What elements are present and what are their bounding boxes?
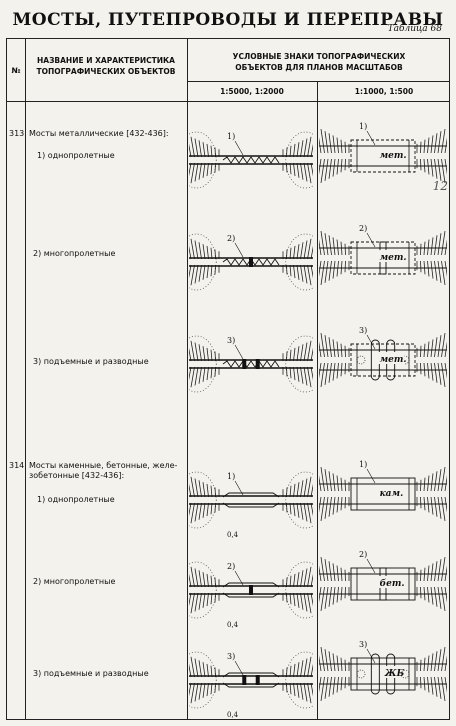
- item-314-1: 1) однопролетные: [37, 495, 115, 504]
- bridge-symbol-drawing: 0,4 2): [189, 561, 313, 629]
- bridge-symbol-drawing: кам. 1): [319, 460, 447, 521]
- symbol-314-3-small: 0,4 3): [189, 637, 313, 723]
- symbol-314-2-small: 0,4 2): [189, 547, 313, 633]
- bridge-symbol-drawing: мет. 2): [319, 224, 447, 285]
- row-number-314: 314: [9, 461, 25, 470]
- symbol-314-1-small: 0,4 1): [189, 457, 313, 543]
- scale-header-rule: [187, 81, 449, 82]
- header-number: №: [11, 66, 21, 75]
- symbol-313-3-small: 3): [189, 321, 313, 407]
- item-mark: 1): [359, 460, 367, 469]
- header-signs-line2: ОБЪЕКТОВ ДЛЯ ПЛАНОВ МАСШТАБОВ: [235, 63, 403, 72]
- item-mark: 1): [359, 122, 367, 131]
- row-title-314-line2: зобетонные [432-436]:: [29, 471, 125, 480]
- symbol-313-3-large: мет. 3): [319, 317, 447, 403]
- bridge-symbol-drawing: 0,4 3): [189, 651, 313, 719]
- header-name-line1: НАЗВАНИЕ И ХАРАКТЕРИСТИКА: [37, 56, 175, 65]
- material-label: мет.: [380, 151, 407, 161]
- symbols-table: № НАЗВАНИЕ И ХАРАКТЕРИСТИКА ТОПОГРАФИЧЕС…: [6, 38, 450, 720]
- row-title-313: Мосты металлические [432-436]:: [29, 129, 169, 138]
- material-label: мет.: [380, 253, 407, 263]
- header-signs: УСЛОВНЫЕ ЗНАКИ ТОПОГРАФИЧЕСКИХ ОБЪЕКТОВ …: [189, 51, 449, 73]
- header-name: НАЗВАНИЕ И ХАРАКТЕРИСТИКА ТОПОГРАФИЧЕСКИ…: [27, 55, 185, 77]
- bridge-symbol-drawing: 3): [189, 335, 313, 393]
- row-number-313: 313: [9, 129, 25, 138]
- item-mark: 3): [227, 652, 235, 661]
- bridge-symbol-drawing: 0,4 1): [189, 471, 313, 539]
- header-scale-large: 1:1000, 1:500: [354, 87, 414, 96]
- material-label: ЖБ: [384, 669, 405, 679]
- dimension-label: 0,4: [227, 711, 239, 719]
- bridge-symbol-drawing: 1): [189, 131, 313, 189]
- bridge-symbol-drawing: бет. 2): [319, 550, 447, 611]
- item-mark: 2): [227, 562, 235, 571]
- material-label: мет.: [380, 355, 407, 365]
- material-label: бет.: [380, 578, 405, 589]
- item-mark: 2): [359, 224, 367, 233]
- header-name-line2: ТОПОГРАФИЧЕСКИХ ОБЪЕКТОВ: [36, 67, 176, 76]
- item-314-2: 2) многопролетные: [33, 577, 116, 586]
- dimension-label: 0,4: [227, 531, 239, 539]
- material-label: кам.: [380, 489, 404, 499]
- item-mark: 1): [227, 472, 235, 481]
- header-signs-line1: УСЛОВНЫЕ ЗНАКИ ТОПОГРАФИЧЕСКИХ: [232, 52, 406, 61]
- row-title-314-line1: Мосты каменные, бетонные, желе-: [29, 461, 178, 470]
- item-313-1: 1) однопролетные: [37, 151, 115, 160]
- symbol-313-1-small: 1): [189, 117, 313, 203]
- item-313-3: 3) подъемные и разводные: [33, 357, 149, 366]
- col-divider-scale: [317, 81, 318, 719]
- symbol-313-1-large: мет. 1): [319, 113, 447, 199]
- symbol-314-3-large: ЖБ 3): [319, 631, 447, 717]
- header-bottom-rule: [7, 101, 449, 102]
- col-divider-name: [187, 39, 188, 719]
- col-divider-number: [25, 39, 26, 719]
- item-313-2: 2) многопролетные: [33, 249, 116, 258]
- item-mark: 3): [359, 326, 367, 335]
- dimension-label: 0,4: [227, 621, 239, 629]
- symbol-314-2-large: бет. 2): [319, 541, 447, 627]
- table-number: Таблица 68: [387, 24, 442, 34]
- bridge-symbol-drawing: 2): [189, 233, 313, 291]
- item-mark: 2): [227, 234, 235, 243]
- symbol-314-1-large: кам. 1): [319, 451, 447, 537]
- item-mark: 2): [359, 550, 367, 559]
- symbol-313-2-large: мет. 2): [319, 215, 447, 301]
- margin-pencil-mark: 12: [432, 179, 448, 193]
- item-mark: 1): [227, 132, 235, 141]
- bridge-symbol-drawing: ЖБ 3): [319, 640, 447, 701]
- bridge-symbol-drawing: мет. 3): [319, 326, 447, 387]
- symbol-313-2-small: 2): [189, 219, 313, 305]
- item-mark: 3): [227, 336, 235, 345]
- bridge-symbol-drawing: мет. 1): [319, 122, 447, 183]
- page-title: МОСТЫ, ПУТЕПРОВОДЫ И ПЕРЕПРАВЫ: [12, 10, 444, 30]
- item-mark: 3): [359, 640, 367, 649]
- header-scale-small: 1:5000, 1:2000: [220, 87, 284, 96]
- item-314-3: 3) подъемные и разводные: [33, 669, 149, 678]
